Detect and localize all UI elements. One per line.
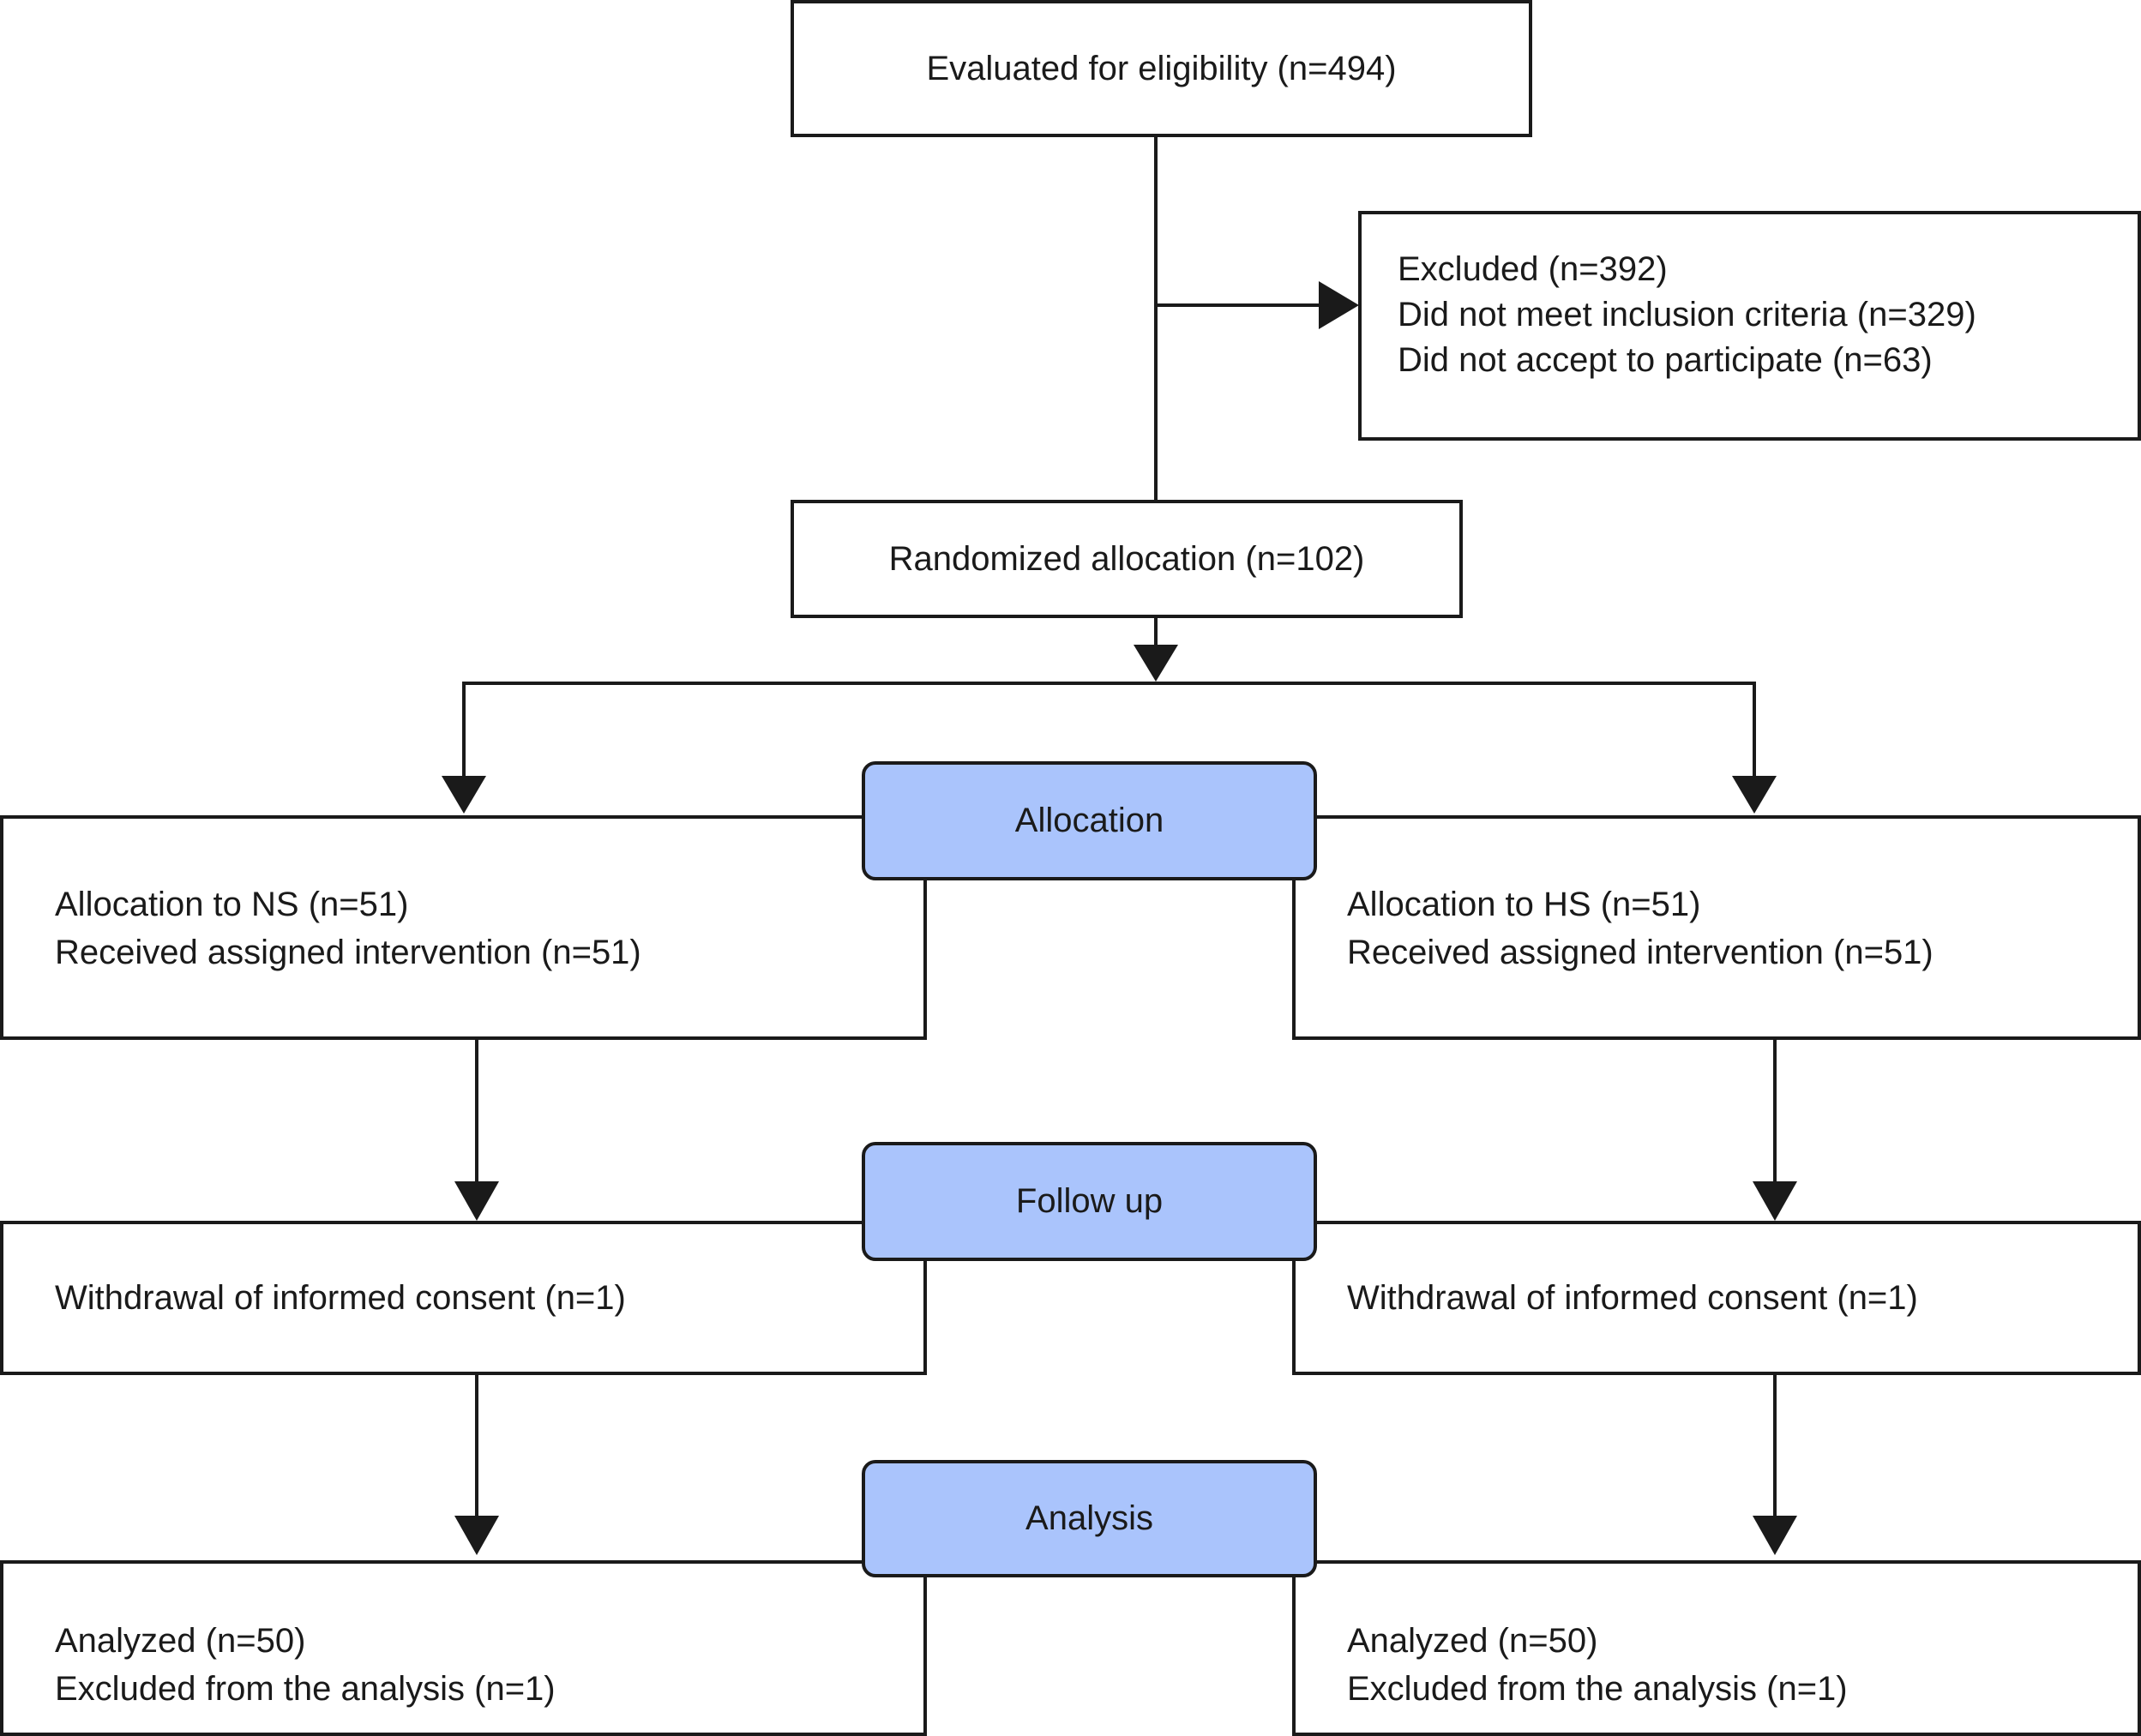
hs-allocation-received: Received assigned intervention (n=51): [1347, 934, 1934, 971]
ns-analyzed: Analyzed (n=50): [55, 1622, 306, 1660]
arrowhead-excluded: [1319, 281, 1359, 329]
arrowhead-randomized: [1134, 645, 1178, 682]
ns-excluded-analysis: Excluded from the analysis (n=1): [55, 1670, 556, 1708]
stage-allocation-label: Allocation: [1014, 802, 1164, 839]
arrowhead-ns-followup: [454, 1181, 499, 1221]
hs-excluded-analysis: Excluded from the analysis (n=1): [1347, 1670, 1848, 1708]
ns-allocation-box: Allocation to NS (n=51) Received assigne…: [0, 815, 927, 1040]
ns-followup-withdrawal: Withdrawal of informed consent (n=1): [55, 1279, 626, 1317]
excluded-title: Excluded (n=392): [1398, 250, 1668, 288]
ns-allocation-received: Received assigned intervention (n=51): [55, 934, 641, 971]
hs-analysis-box: Analyzed (n=50) Excluded from the analys…: [1292, 1560, 2141, 1736]
arrowhead-hs-allocation: [1732, 776, 1777, 814]
excluded-reason-inclusion: Did not meet inclusion criteria (n=329): [1398, 296, 1976, 333]
arrowhead-ns-allocation: [442, 776, 486, 814]
stage-analysis: Analysis: [862, 1460, 1317, 1577]
hs-allocation-box: Allocation to HS (n=51) Received assigne…: [1292, 815, 2141, 1040]
randomized-box: Randomized allocation (n=102): [791, 500, 1463, 618]
excluded-box: Excluded (n=392) Did not meet inclusion …: [1358, 211, 2141, 441]
arrowhead-ns-analysis: [454, 1516, 499, 1555]
excluded-reason-declined: Did not accept to participate (n=63): [1398, 341, 1933, 379]
randomized-label: Randomized allocation (n=102): [888, 539, 1365, 578]
hs-analyzed: Analyzed (n=50): [1347, 1622, 1598, 1660]
eligibility-label: Evaluated for eligibility (n=494): [926, 49, 1397, 87]
stage-follow-up-label: Follow up: [1015, 1182, 1164, 1220]
arrowhead-hs-analysis: [1753, 1516, 1797, 1555]
stage-allocation: Allocation: [862, 761, 1317, 880]
ns-analysis-box: Analyzed (n=50) Excluded from the analys…: [0, 1560, 927, 1736]
ns-allocation-title: Allocation to NS (n=51): [55, 886, 409, 923]
ns-followup-box: Withdrawal of informed consent (n=1): [0, 1221, 927, 1375]
eligibility-box: Evaluated for eligibility (n=494): [791, 0, 1532, 137]
stage-analysis-label: Analysis: [1025, 1499, 1153, 1537]
arrowhead-hs-followup: [1753, 1181, 1797, 1221]
hs-followup-withdrawal: Withdrawal of informed consent (n=1): [1347, 1279, 1918, 1317]
hs-allocation-title: Allocation to HS (n=51): [1347, 886, 1701, 923]
connector-split: [462, 682, 1756, 787]
stage-follow-up: Follow up: [862, 1142, 1317, 1261]
hs-followup-box: Withdrawal of informed consent (n=1): [1292, 1221, 2141, 1375]
